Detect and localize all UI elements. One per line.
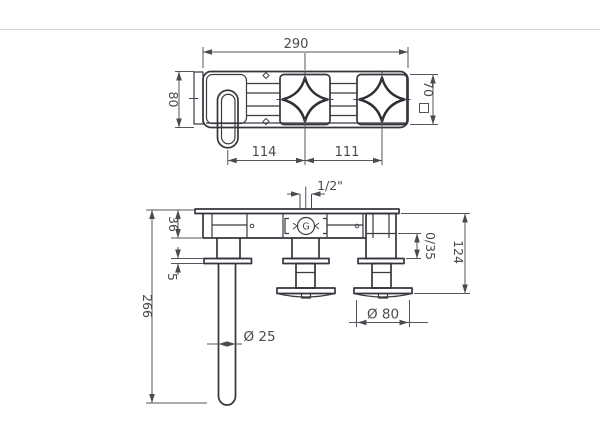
- dim-text-5: 5: [165, 273, 180, 281]
- dim-text-80: 80: [166, 92, 181, 108]
- valve-bracket-left: [284, 217, 289, 235]
- plate-groove-lines: [247, 82, 357, 117]
- dim-spout-diameter: Ø 25: [207, 329, 276, 347]
- screw-top: [262, 71, 270, 80]
- dim-handle-square: 70: [410, 74, 438, 125]
- handle-left-cross: [281, 76, 329, 123]
- center-valve-assembly: [276, 237, 336, 299]
- dim-connection: 1/2": [287, 178, 343, 209]
- spout-section-outline: [205, 73, 248, 125]
- dim-text-266: 266: [140, 294, 155, 318]
- front-elevation-view: 290 80 70 114 111: [166, 37, 438, 165]
- spout-front-inner-line: [220, 93, 236, 145]
- center-handle-base: [276, 287, 336, 295]
- dim-spacing: 114 111: [227, 119, 383, 165]
- spout-flange: [203, 257, 253, 265]
- dim-text-d80: Ø 80: [367, 307, 399, 323]
- valve-g-label: G: [302, 222, 309, 233]
- square-section-symbol: [419, 103, 429, 113]
- dim-spout-length: 266: [140, 210, 207, 404]
- handle-right-cross: [358, 76, 406, 123]
- dim-text-d25: Ø 25: [244, 329, 276, 345]
- dim-text-111: 111: [335, 145, 360, 160]
- body-hole-right: [354, 223, 360, 229]
- dim-text-70: 70: [421, 81, 436, 97]
- spout-tube-end: [217, 395, 237, 406]
- dim-body-depth: 36: [146, 209, 203, 239]
- body-hole-left: [249, 223, 255, 229]
- spout-assembly: [203, 237, 253, 406]
- dim-text-0-35: 0/35: [423, 232, 438, 260]
- dim-base-diameter: Ø 80: [349, 300, 428, 327]
- right-handle-base: [353, 287, 413, 295]
- dim-text-124: 124: [451, 240, 466, 264]
- g-valve: G: [284, 216, 328, 236]
- dim-flange-thickness: 5: [165, 247, 204, 281]
- right-valve-assembly: [353, 212, 413, 299]
- valve-bracket-right: [323, 217, 328, 235]
- dim-plate-height: 80: [166, 71, 194, 128]
- screw-bottom: [262, 117, 270, 126]
- dim-text-290: 290: [284, 37, 309, 52]
- dim-plate-width: 290: [202, 37, 409, 70]
- dim-text-half-inch: 1/2": [317, 178, 343, 193]
- dim-handle-projection: 124: [401, 213, 470, 294]
- plate-edge: [194, 208, 400, 215]
- spout-front-outline: [216, 89, 239, 149]
- dim-text-114: 114: [252, 145, 277, 160]
- handle-left-square: [279, 73, 331, 126]
- handle-right-square: [356, 73, 408, 126]
- section-view: G 1/2": [140, 178, 470, 406]
- dim-text-36: 36: [166, 216, 181, 232]
- dim-adjust-range: 0/35: [398, 232, 438, 260]
